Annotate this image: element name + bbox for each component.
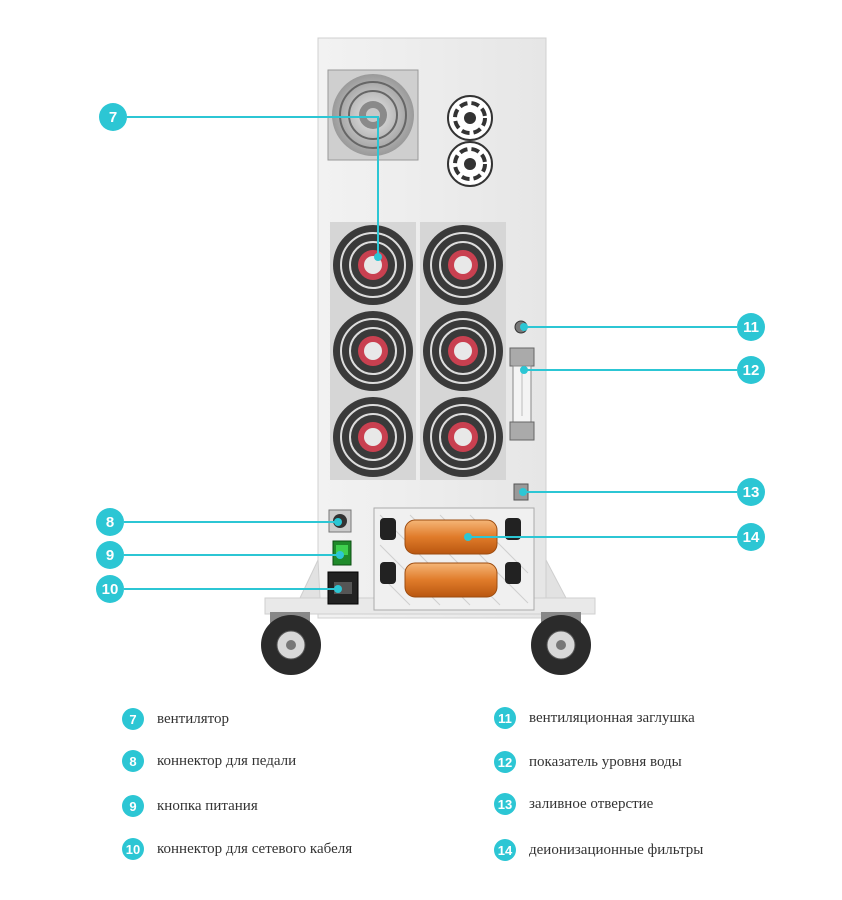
callout-number-11: 11 [743,319,759,336]
legend-label: вентилятор [157,710,230,727]
fan-2 [420,222,506,308]
callout-anchor-13 [519,488,527,496]
callout-number-7: 7 [109,109,117,126]
callout-number-10: 10 [102,581,119,598]
callout-anchor-11 [520,323,528,331]
wheel-right [531,612,591,675]
legend-label: деионизационные фильтры [529,841,704,858]
fan-4 [420,308,506,394]
filter-compartment [373,507,535,611]
water-level-gauge [509,347,535,441]
vent-grille-top [447,95,493,141]
legend-label: заливное отверстие [529,795,654,812]
legend-label: вентиляционная заглушка [529,709,695,726]
callout-anchor-14 [464,533,472,541]
fan-1 [330,222,416,308]
legend-number: 14 [494,839,516,861]
legend-item-9: 9 кнопка питания [122,795,258,817]
callout-anchor-7 [374,253,382,261]
legend-label: коннектор для педали [157,752,297,769]
legend-label: кнопка питания [157,797,258,814]
legend-label: показатель уровня воды [529,753,682,770]
legend-number: 8 [122,750,144,772]
callout-badge-10: 10 [96,575,124,603]
callout-badge-13: 13 [737,478,765,506]
callout-badge-14: 14 [737,523,765,551]
callout-badge-9: 9 [96,541,124,569]
callout-badge-12: 12 [737,356,765,384]
vent-grille-bottom [447,141,493,187]
callout-number-13: 13 [743,484,760,501]
cabinet-leg-right [545,559,567,599]
legend-item-8: 8 коннектор для педали [122,750,296,772]
callout-badge-7: 7 [99,103,127,131]
legend-item-11: 11 вентиляционная заглушка [494,707,695,729]
fan-3 [330,308,416,394]
callout-lines [124,116,737,590]
legend-number: 12 [494,751,516,773]
legend-item-14: 14 деионизационные фильтры [494,839,703,861]
legend-item-12: 12 показатель уровня воды [494,751,682,773]
legend-number: 7 [122,708,144,730]
legend-item-13: 13 заливное отверстие [494,793,653,815]
fan-5 [330,394,416,480]
legend-label: коннектор для сетевого кабеля [157,840,353,857]
callout-number-8: 8 [106,514,114,531]
wheel-left [261,612,321,675]
callout-number-9: 9 [106,547,114,564]
fan-6 [420,394,506,480]
legend-number: 10 [122,838,144,860]
fan-grid [330,222,506,480]
callout-number-14: 14 [743,529,760,546]
callout-badge-8: 8 [96,508,124,536]
callout-anchor-12 [520,366,528,374]
legend-item-10: 10 коннектор для сетевого кабеля [122,838,352,860]
callout-anchor-8 [334,518,342,526]
legend-number: 13 [494,793,516,815]
callout-line-7 [127,116,379,257]
legend-number: 9 [122,795,144,817]
callout-number-12: 12 [743,362,760,379]
callout-badge-11: 11 [737,313,765,341]
cabinet-leg-left [299,559,321,599]
fan-top [327,69,419,161]
callout-anchor-10 [334,585,342,593]
legend-item-7: 7 вентилятор [122,708,229,730]
callout-anchor-9 [336,551,344,559]
legend-number: 11 [494,707,516,729]
